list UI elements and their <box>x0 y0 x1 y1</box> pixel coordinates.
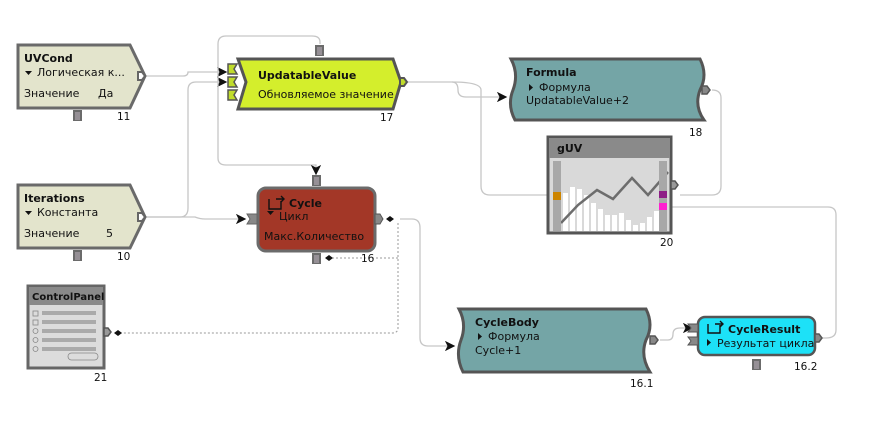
node-iterations[interactable]: Iterations Константа Значение 5 10 <box>16 183 147 263</box>
document-icon[interactable] <box>314 44 325 57</box>
node-uvcond[interactable]: UVCond Логическая к... Значение Да 11 <box>16 43 147 123</box>
wire-cycle-controlpanel[interactable] <box>118 223 399 334</box>
wire-formula-guv[interactable] <box>680 89 722 196</box>
node-id: 18 <box>689 127 702 139</box>
node-title: CycleBody <box>475 316 539 329</box>
loop-icon <box>268 195 285 210</box>
output-port-icon[interactable] <box>137 212 147 222</box>
node-control-panel[interactable]: ControlPanel 21 <box>26 284 112 384</box>
node-type: Цикл <box>279 210 308 223</box>
wire-guv-cycleresult[interactable] <box>670 206 837 339</box>
node-title: UpdatableValue <box>258 69 356 82</box>
panel-thumbnail <box>32 310 99 361</box>
node-id: 10 <box>117 251 130 263</box>
node-title: Formula <box>526 66 577 79</box>
output-port-icon[interactable] <box>399 77 409 87</box>
node-subtitle: Обновляемое значение <box>258 88 394 101</box>
output-port-icon[interactable] <box>649 335 659 345</box>
node-guv-chart[interactable]: gUV 20 <box>546 135 679 249</box>
wire-cycle-cyclebody[interactable] <box>400 218 456 352</box>
node-id: 17 <box>380 112 393 124</box>
chart-thumbnail <box>553 161 669 231</box>
node-title: Cycle <box>289 197 322 210</box>
node-expression: Cycle+1 <box>475 344 521 357</box>
output-port-icon[interactable] <box>814 333 823 343</box>
field-label: Значение <box>24 87 80 100</box>
output-port-icon[interactable] <box>137 71 147 81</box>
port-purple-icon <box>659 191 667 198</box>
node-cyclebody[interactable]: CycleBody Формула Cycle+1 16.1 <box>456 307 659 390</box>
node-formula[interactable]: Formula Формула UpdatableValue+2 18 <box>508 57 711 139</box>
wire-iterations-cycle[interactable] <box>146 213 247 225</box>
node-id: 11 <box>117 111 130 123</box>
connections <box>114 35 837 352</box>
node-title: gUV <box>557 142 583 155</box>
document-icon[interactable] <box>751 358 762 371</box>
output-port-icon[interactable] <box>374 213 384 225</box>
node-title: CycleResult <box>728 323 800 336</box>
input-port-icons[interactable] <box>687 323 699 346</box>
document-icon[interactable] <box>311 174 322 187</box>
input-port-orange-icon <box>553 192 561 200</box>
dropdown-triangle-icon[interactable] <box>25 71 32 75</box>
node-id: 16.1 <box>630 378 653 390</box>
wire-updatable-guv[interactable] <box>451 81 553 196</box>
output-port-icon[interactable] <box>701 85 711 95</box>
node-type: Формула <box>539 81 591 94</box>
dropdown-triangle-icon[interactable] <box>25 211 32 215</box>
node-id: 20 <box>660 237 673 249</box>
expand-triangle-icon[interactable] <box>478 333 482 340</box>
wire-iterations-updatable[interactable] <box>146 76 228 218</box>
expand-triangle-icon[interactable] <box>707 339 711 346</box>
node-expression: UpdatableValue+2 <box>526 94 629 107</box>
document-icon[interactable] <box>72 109 83 122</box>
node-type: Результат цикла <box>717 337 814 350</box>
wire-uvcond-updatable[interactable] <box>146 66 228 78</box>
node-cycleresult[interactable]: CycleResult Результат цикла 16.2 <box>687 315 823 373</box>
wire-cyclebody-cycleresult[interactable] <box>660 322 694 341</box>
loop-icon <box>707 320 724 334</box>
wire-updatable-formula[interactable] <box>408 81 508 103</box>
node-title: Iterations <box>24 192 85 205</box>
output-port-icon[interactable] <box>103 327 112 337</box>
node-id: 16.2 <box>794 361 817 373</box>
document-icon[interactable] <box>311 252 322 265</box>
node-cycle[interactable]: Cycle Цикл Макс.Количество 16 <box>246 174 384 265</box>
node-type: Логическая к... <box>37 66 125 79</box>
node-type: Константа <box>37 206 98 219</box>
field-value[interactable]: 5 <box>106 227 113 240</box>
input-port-icons[interactable] <box>227 63 239 101</box>
port-pink-icon <box>659 203 667 210</box>
field-label: Значение <box>24 227 80 240</box>
expand-triangle-icon[interactable] <box>529 84 533 91</box>
field-label: Макс.Количество <box>264 230 364 243</box>
output-port-icon[interactable] <box>670 180 679 190</box>
wire-loop-updatable-cycle[interactable] <box>217 35 322 176</box>
node-id: 21 <box>94 372 107 384</box>
node-title: UVCond <box>24 52 73 65</box>
node-type: Формула <box>488 330 540 343</box>
field-value[interactable]: Да <box>98 87 113 100</box>
node-id: 16 <box>361 253 375 265</box>
dropdown-triangle-icon[interactable] <box>267 211 274 215</box>
input-port-icon[interactable] <box>246 213 258 225</box>
node-updatable-value[interactable]: UpdatableValue Обновляемое значение 17 <box>227 44 409 124</box>
document-icon[interactable] <box>72 249 83 262</box>
node-title: ControlPanel <box>32 292 104 303</box>
